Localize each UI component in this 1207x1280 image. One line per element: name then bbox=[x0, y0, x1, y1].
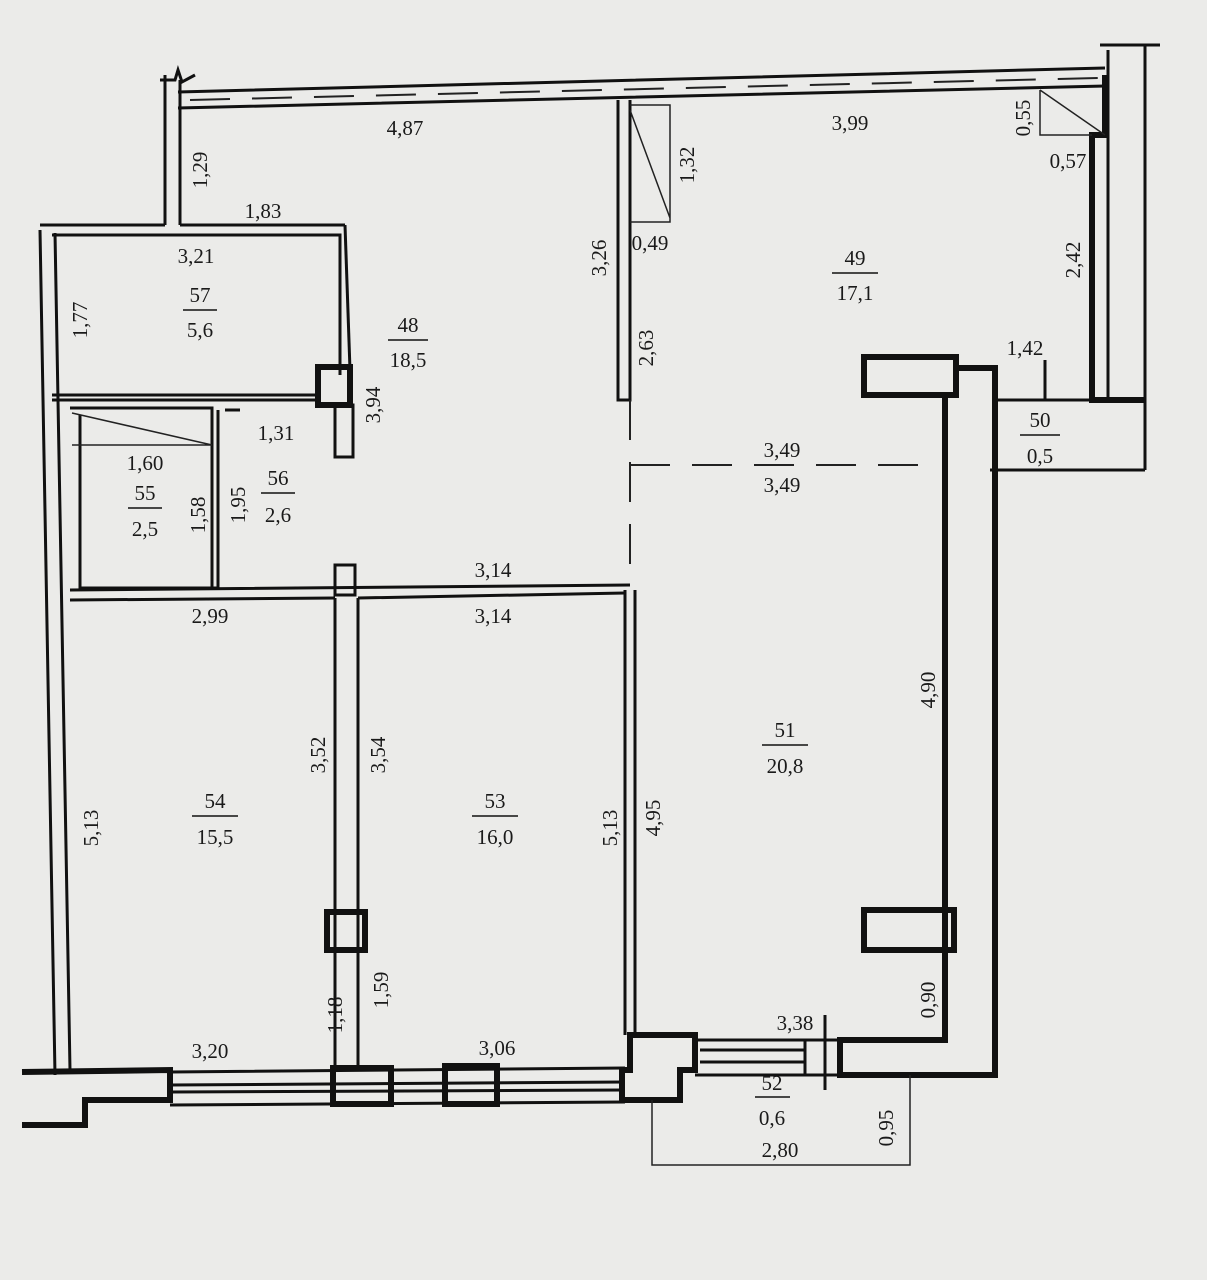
dim: 3,49 bbox=[764, 438, 801, 462]
dim: 5,13 bbox=[79, 810, 103, 847]
dim: 2,80 bbox=[762, 1138, 799, 1162]
svg-text:51: 51 bbox=[775, 718, 796, 742]
svg-text:17,1: 17,1 bbox=[837, 281, 874, 305]
dim: 1,29 bbox=[188, 152, 212, 189]
dim: 0,49 bbox=[632, 231, 669, 255]
room-53: 53 16,0 bbox=[472, 789, 518, 849]
svg-text:2,6: 2,6 bbox=[265, 503, 291, 527]
room-57: 575,6 bbox=[183, 283, 217, 342]
room-54: 54 15,5 bbox=[192, 789, 238, 849]
dim: 3,54 bbox=[366, 736, 390, 773]
dim: 4,87 bbox=[387, 116, 424, 140]
dimension-labels: 4,87 3,99 1,29 1,83 3,21 1,77 3,26 2,63 … bbox=[68, 100, 1086, 1162]
svg-text:50: 50 bbox=[1030, 408, 1051, 432]
dim: 3,06 bbox=[479, 1036, 516, 1060]
dim: 3,21 bbox=[178, 244, 215, 268]
svg-text:15,5: 15,5 bbox=[197, 825, 234, 849]
dim: 3,14 bbox=[475, 558, 512, 582]
dim: 1,58 bbox=[186, 497, 210, 534]
svg-text:48: 48 bbox=[398, 313, 419, 337]
room-49: 49 17,1 bbox=[832, 246, 878, 305]
room-50: 500,5 bbox=[1020, 408, 1060, 468]
dim: 1,18 bbox=[323, 997, 347, 1034]
dim: 0,57 bbox=[1050, 149, 1087, 173]
dim: 0,95 bbox=[874, 1110, 898, 1147]
room-56: 562,6 bbox=[261, 466, 295, 527]
dim: 2,99 bbox=[192, 604, 229, 628]
dim: 4,95 bbox=[641, 800, 665, 837]
dim: 2,42 bbox=[1061, 242, 1085, 279]
svg-text:16,0: 16,0 bbox=[477, 825, 514, 849]
room-52: 520,6 bbox=[755, 1071, 790, 1130]
svg-text:20,8: 20,8 bbox=[767, 754, 804, 778]
dim: 1,42 bbox=[1007, 336, 1044, 360]
svg-text:5,6: 5,6 bbox=[187, 318, 213, 342]
room-55: 552,5 bbox=[128, 481, 162, 541]
walls bbox=[21, 43, 1160, 1166]
dim: 3,99 bbox=[832, 111, 869, 135]
dim: 1,77 bbox=[68, 302, 92, 339]
svg-text:18,5: 18,5 bbox=[390, 348, 427, 372]
dim: 3,38 bbox=[777, 1011, 814, 1035]
svg-text:55: 55 bbox=[135, 481, 156, 505]
dim: 0,90 bbox=[916, 982, 940, 1019]
svg-text:56: 56 bbox=[268, 466, 289, 490]
svg-text:52: 52 bbox=[762, 1071, 783, 1095]
dim: 3,14 bbox=[475, 604, 512, 628]
svg-text:0,6: 0,6 bbox=[759, 1106, 785, 1130]
dim: 1,95 bbox=[226, 487, 250, 524]
dim: 3,52 bbox=[306, 737, 330, 774]
dim: 1,59 bbox=[369, 972, 393, 1009]
dim: 3,26 bbox=[587, 240, 611, 277]
room-48: 48 18,5 bbox=[388, 313, 428, 372]
dim: 3,94 bbox=[361, 386, 385, 423]
svg-text:53: 53 bbox=[485, 789, 506, 813]
svg-text:49: 49 bbox=[845, 246, 866, 270]
room-51: 51 20,8 bbox=[762, 718, 808, 778]
dim: 1,31 bbox=[258, 421, 295, 445]
dim: 3,20 bbox=[192, 1039, 229, 1063]
dim: 1,60 bbox=[127, 451, 164, 475]
dim: 0,55 bbox=[1011, 100, 1035, 137]
dim: 4,90 bbox=[916, 672, 940, 709]
dim: 3,49 bbox=[764, 473, 801, 497]
svg-text:2,5: 2,5 bbox=[132, 517, 158, 541]
dim: 2,63 bbox=[634, 330, 658, 367]
svg-text:0,5: 0,5 bbox=[1027, 444, 1053, 468]
dim: 5,13 bbox=[598, 810, 622, 847]
dim: 1,32 bbox=[675, 147, 699, 184]
svg-text:57: 57 bbox=[190, 283, 211, 307]
svg-text:54: 54 bbox=[205, 789, 227, 813]
dim: 1,83 bbox=[245, 199, 282, 223]
